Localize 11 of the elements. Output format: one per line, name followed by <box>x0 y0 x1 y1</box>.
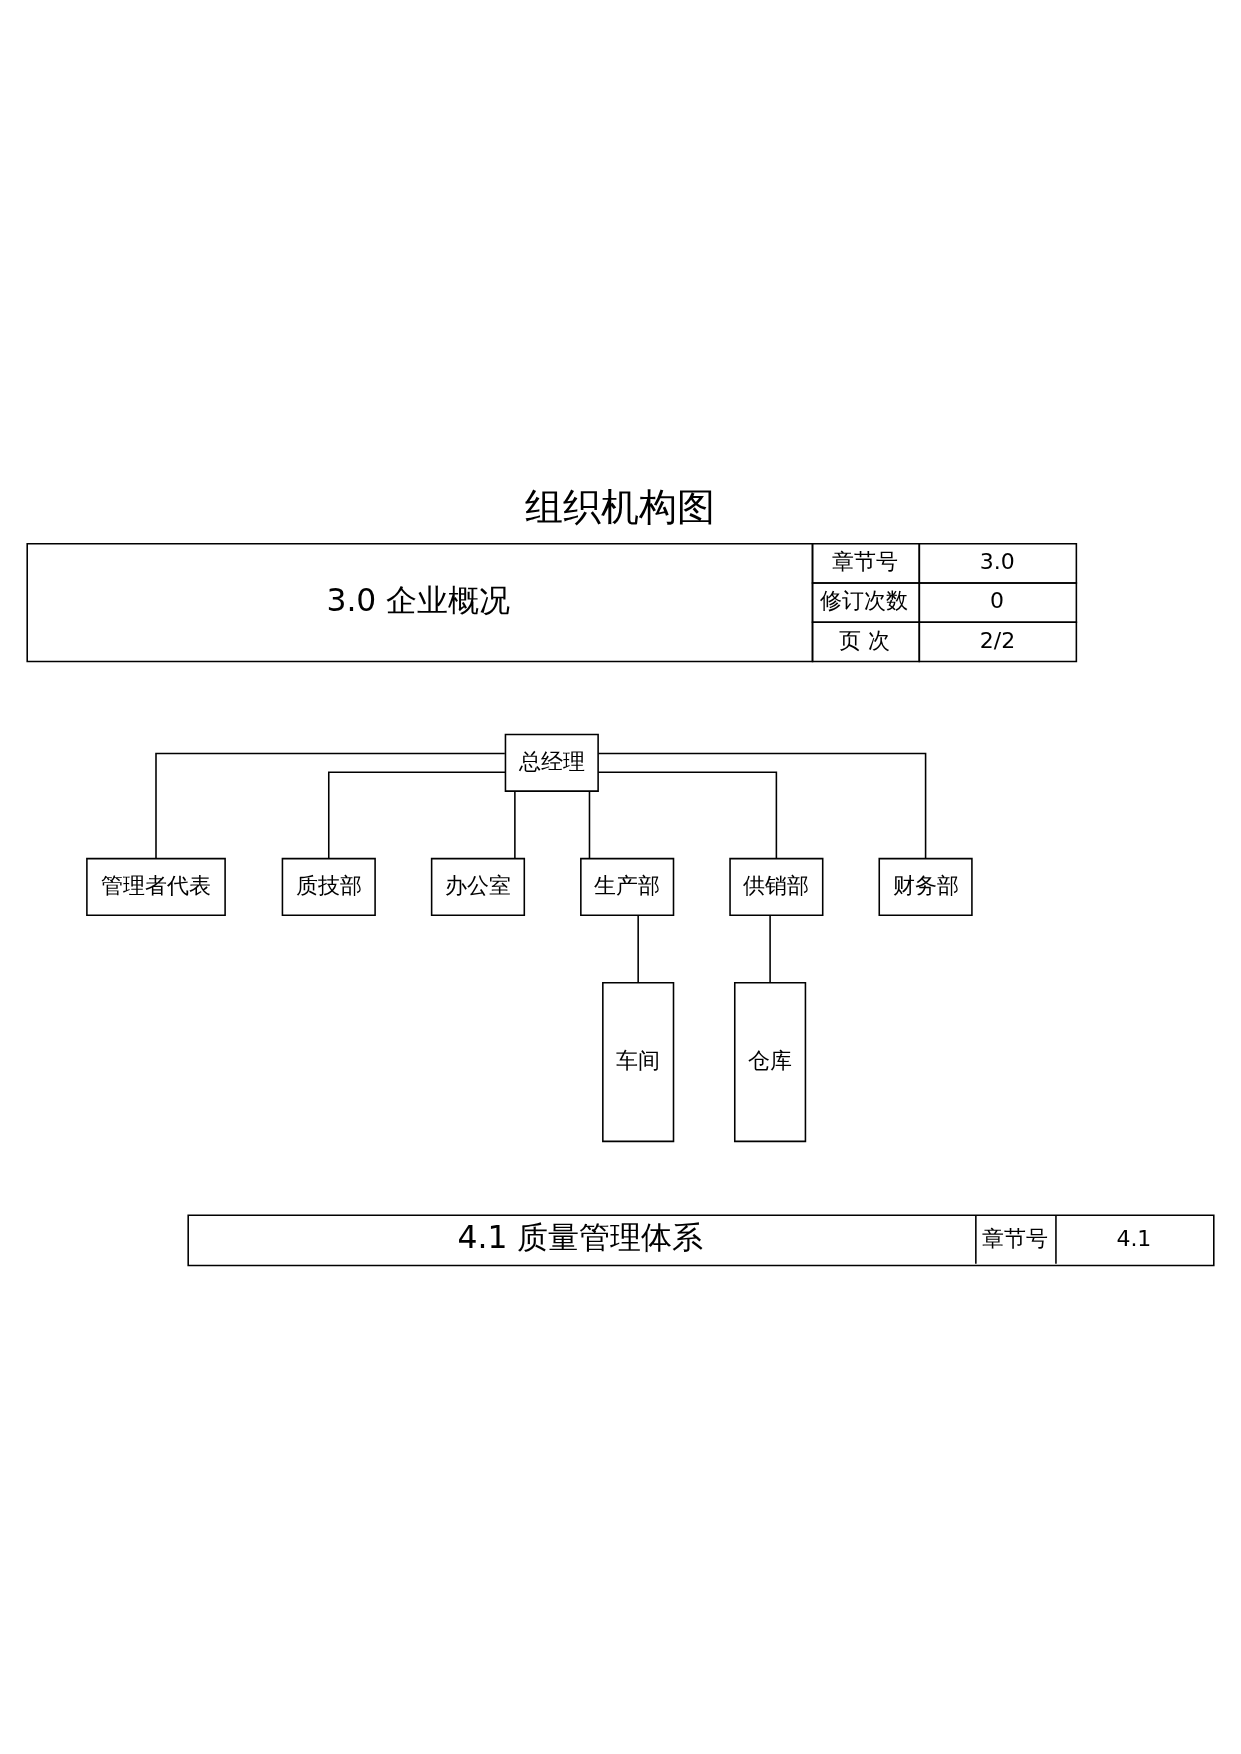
label: 0 <box>989 587 1004 613</box>
label: 4.1 <box>1116 1225 1152 1251</box>
label: 4.1 质量管理体系 <box>457 1218 704 1255</box>
label: 章节号 <box>982 1225 1049 1251</box>
label: 2/2 <box>979 627 1016 653</box>
label: 修订次数 <box>820 587 909 613</box>
label: 章节号 <box>832 548 899 574</box>
label: 页 次 <box>839 627 891 653</box>
label: 3.0 企业概况 <box>326 581 511 617</box>
diagram-title: 组织机构图 <box>525 484 716 529</box>
label: 3.0 <box>979 548 1015 574</box>
